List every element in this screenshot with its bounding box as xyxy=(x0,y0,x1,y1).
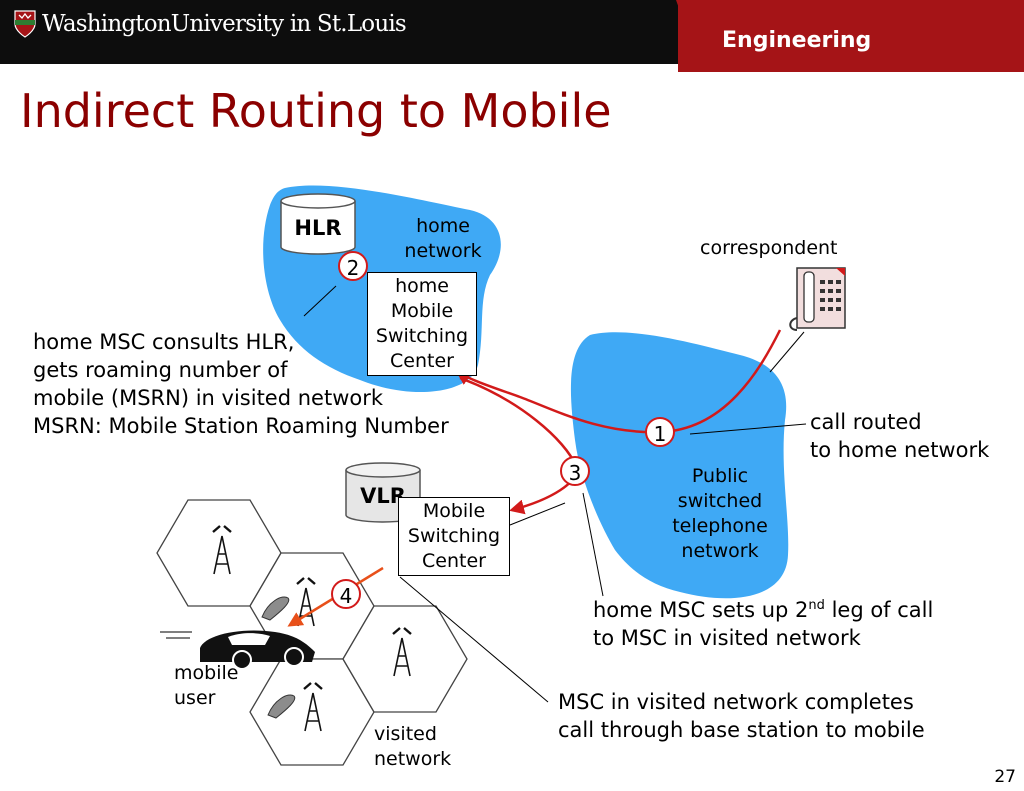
university-name: WashingtonUniversity in St.Louis xyxy=(42,11,407,37)
pstn-label: Public switched telephone network xyxy=(672,465,768,562)
step-3-badge: 3 xyxy=(560,456,590,486)
base-station-icons xyxy=(212,525,412,732)
page-number: 27 xyxy=(994,767,1016,787)
tower-icon xyxy=(392,627,412,677)
leader-line-completes xyxy=(399,576,549,703)
home-msc-box: home Mobile Switching Center xyxy=(367,272,477,376)
tower-icon xyxy=(303,682,323,732)
hlr-label: HLR xyxy=(294,216,342,240)
leader-line-second-leg xyxy=(582,492,604,597)
step-1-badge: 1 xyxy=(645,417,675,447)
step-2-badge: 2 xyxy=(338,251,368,281)
home-network-label: home network xyxy=(404,215,482,262)
car-icon xyxy=(160,630,315,670)
call-routed-annotation: call routed to home network xyxy=(810,410,990,462)
call-path-correspondent-to-home-msc xyxy=(455,329,782,434)
mobile-user-label: mobile user xyxy=(174,662,239,709)
hlr-consult-annotation: home MSC consults HLR, gets roaming numb… xyxy=(33,330,449,438)
handset-icon xyxy=(267,694,296,719)
slide-title: Indirect Routing to Mobile xyxy=(20,84,612,138)
university-logo: WashingtonUniversity in St.Louis xyxy=(14,10,407,38)
leader-line-correspondent xyxy=(769,331,805,373)
handset-icon xyxy=(261,596,290,621)
correspondent-label: correspondent xyxy=(700,237,838,259)
cell-hex-4 xyxy=(342,605,468,713)
leader-line-call-routed xyxy=(689,423,807,435)
telephone-icon xyxy=(789,267,846,331)
visited-network-label: visited network xyxy=(374,723,452,770)
tower-icon xyxy=(212,525,232,575)
hlr-database-icon xyxy=(280,193,356,255)
leader-line-visited-msc xyxy=(509,502,566,526)
visited-msc-box: Mobile Switching Center xyxy=(398,497,510,576)
school-name: Engineering xyxy=(722,28,872,53)
handset-icons xyxy=(261,596,296,719)
second-leg-annotation: home MSC sets up 2nd leg of call to MSC … xyxy=(593,598,934,650)
completes-annotation: MSC in visited network completes call th… xyxy=(558,690,925,742)
leader-line-hlr xyxy=(303,285,337,317)
engineering-band xyxy=(678,0,1024,72)
step-4-badge: 4 xyxy=(331,579,361,609)
leader-lines xyxy=(303,285,807,703)
call-path-home-msc-to-visited-msc xyxy=(459,376,578,515)
shield-icon xyxy=(14,10,36,38)
